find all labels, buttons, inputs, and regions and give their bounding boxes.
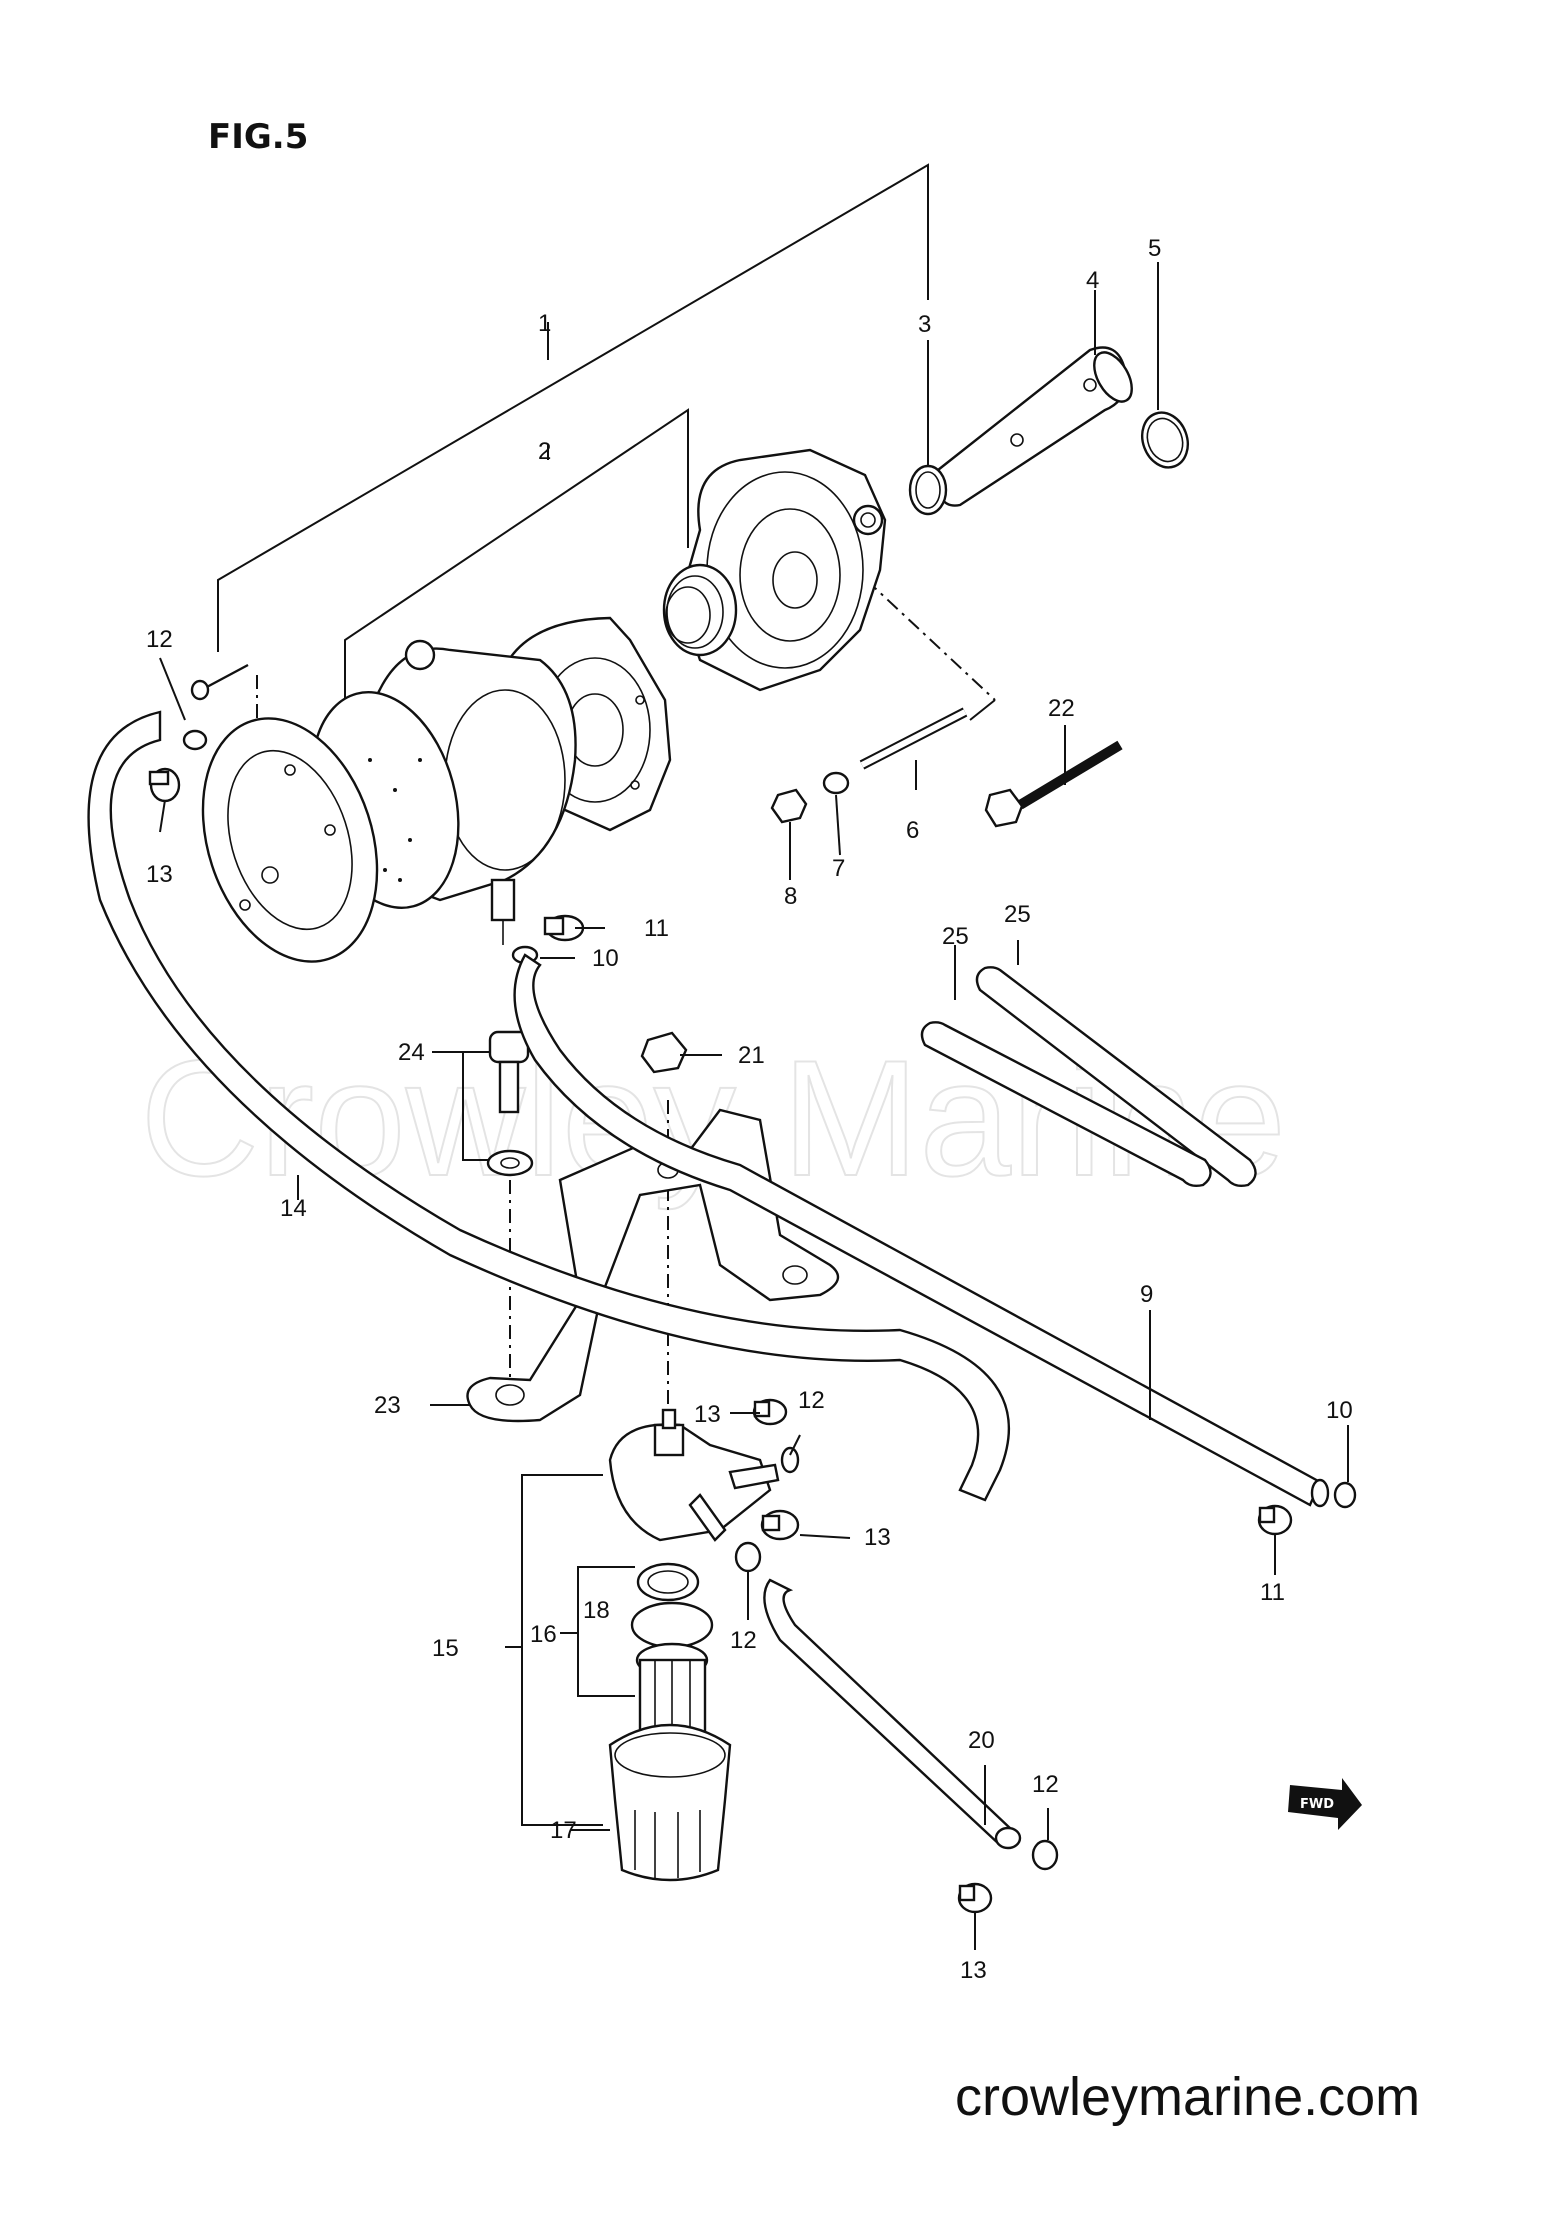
callout-10-top: 10 xyxy=(592,945,619,972)
callout-14: 14 xyxy=(280,1195,307,1222)
part-6-stud xyxy=(859,707,968,770)
fwd-direction-badge: FWD xyxy=(1288,1778,1362,1830)
callout-2: 2 xyxy=(538,438,551,465)
part-12-ring-lower xyxy=(734,1541,762,1573)
callout-13-valve: 13 xyxy=(694,1401,721,1428)
part-3-o-ring-inner xyxy=(915,471,941,509)
callout-18: 18 xyxy=(583,1597,610,1624)
fuel-valve xyxy=(608,1408,780,1542)
pump-screw xyxy=(190,663,249,701)
pump-spring xyxy=(662,563,738,657)
callout-13-bottom: 13 xyxy=(960,1957,987,1984)
callout-11-bottom: 11 xyxy=(1260,1579,1285,1606)
callout-11-top: 11 xyxy=(644,915,669,942)
callout-12-top: 12 xyxy=(146,626,173,653)
part-11-clip xyxy=(543,914,585,942)
part-14-hose xyxy=(87,710,1010,1502)
fwd-label: FWD xyxy=(1300,1797,1334,1812)
part-5-o-ring xyxy=(1141,411,1189,469)
callout-6: 6 xyxy=(906,817,919,844)
callout-21: 21 xyxy=(738,1042,765,1069)
callout-12-bottom: 12 xyxy=(1032,1771,1059,1798)
callout-12-lower: 12 xyxy=(730,1627,757,1654)
part-13-clip-bottom xyxy=(957,1882,993,1914)
part-11-clip-bottom xyxy=(1257,1504,1293,1536)
callout-8: 8 xyxy=(784,883,797,910)
website-url: crowleymarine.com xyxy=(955,2067,1420,2127)
callout-15: 15 xyxy=(432,1635,459,1662)
callout-12-valve: 12 xyxy=(798,1387,825,1414)
part-8-nut xyxy=(770,788,808,824)
callout-23: 23 xyxy=(374,1392,401,1419)
callout-5: 5 xyxy=(1148,235,1161,262)
part-7-washer xyxy=(822,771,850,795)
callout-labels: 1 2 3 4 5 6 7 8 9 10 10 11 11 12 12 12 1… xyxy=(146,235,1353,1984)
part-20-hose-end xyxy=(994,1826,1022,1850)
part-12-ring-valve xyxy=(780,1446,800,1474)
part-13-clip-valve-top xyxy=(752,1398,788,1426)
callout-3: 3 xyxy=(918,311,931,338)
part-10-ring-right xyxy=(1333,1481,1357,1509)
callout-7: 7 xyxy=(832,855,845,882)
part-20-hose xyxy=(763,1578,1014,1847)
part-22-bolt xyxy=(984,740,1123,828)
part-25-sleeve-rods xyxy=(920,966,1257,1188)
part-17-filter-cup xyxy=(608,1723,732,1882)
part-13-clip-valve-side xyxy=(760,1509,800,1541)
callout-13-top: 13 xyxy=(146,861,173,888)
callout-22: 22 xyxy=(1048,695,1075,722)
part-13-clip-top xyxy=(148,767,181,803)
callout-25-right: 25 xyxy=(1004,901,1031,928)
callout-10-right: 10 xyxy=(1326,1397,1353,1424)
part-12-ring-bottom xyxy=(1031,1839,1059,1871)
part-18-o-ring xyxy=(630,1601,714,1649)
callout-25-left: 25 xyxy=(942,923,969,950)
pump-back-plate xyxy=(201,717,379,963)
part-12-ring-top xyxy=(182,729,208,751)
figure-title: FIG.5 xyxy=(208,117,308,157)
callout-13-side: 13 xyxy=(864,1524,891,1551)
part-9-hose xyxy=(513,953,1322,1507)
part-24-bolt xyxy=(486,1030,534,1177)
callout-17: 17 xyxy=(550,1817,577,1844)
callout-1: 1 xyxy=(538,310,551,337)
part-21-nut xyxy=(640,1031,688,1074)
part-16-o-ring-top xyxy=(636,1562,700,1602)
assembly-bracket-lines xyxy=(217,163,996,1826)
callout-4: 4 xyxy=(1086,267,1099,294)
callout-20: 20 xyxy=(968,1727,995,1754)
callout-leaders xyxy=(159,262,1349,1950)
part-4-intake-fitting xyxy=(936,346,1133,507)
part-5-o-ring-inner xyxy=(1146,417,1184,463)
part-9-hose-end xyxy=(1310,1478,1330,1508)
callout-9: 9 xyxy=(1140,1281,1153,1308)
callout-24: 24 xyxy=(398,1039,425,1066)
callout-16: 16 xyxy=(530,1621,557,1648)
part-16-o-ring-inner xyxy=(647,1570,689,1594)
